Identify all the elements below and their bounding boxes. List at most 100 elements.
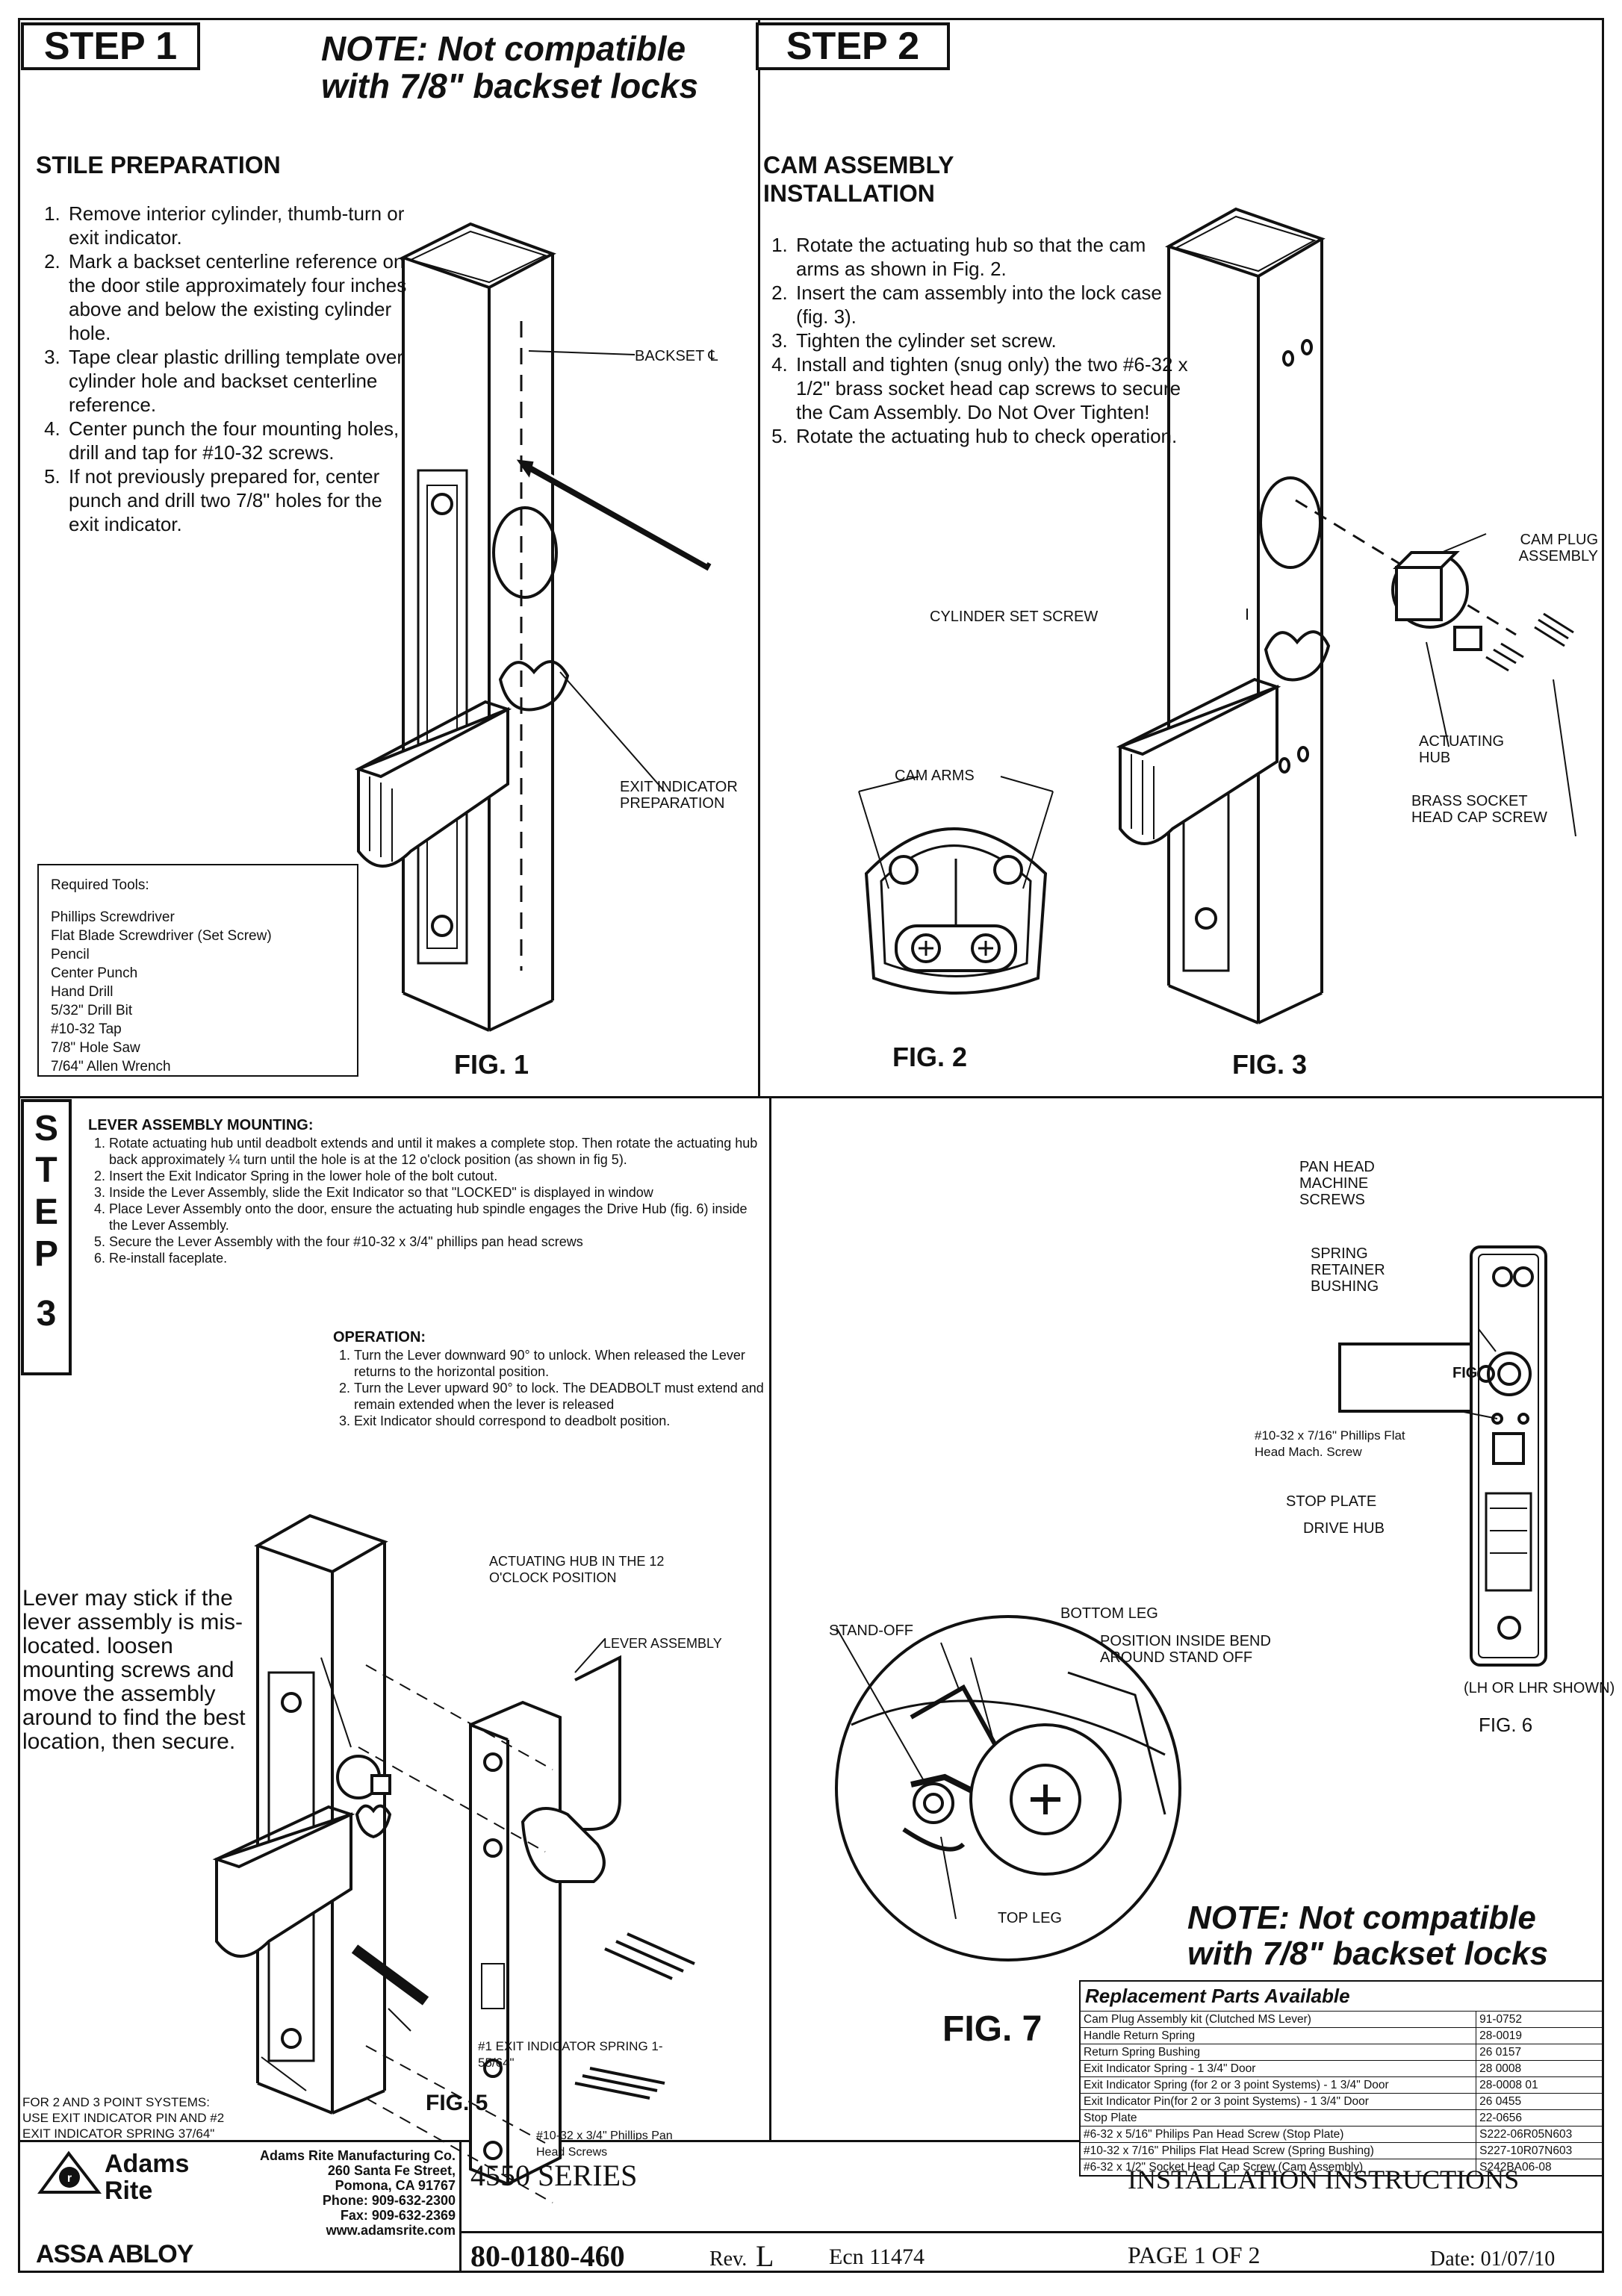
step3-letter: T: [35, 1151, 58, 1190]
fig1-stile-drawing: [354, 222, 712, 1032]
brand-name: Adams Rite: [105, 2150, 190, 2205]
list-item: Pencil: [51, 947, 90, 962]
list-item: Center Punch: [51, 965, 138, 981]
list-item: Rotate actuating hub until deadbolt exte…: [109, 1135, 766, 1168]
table-row: Exit Indicator Spring (for 2 or 3 point …: [1081, 2076, 1602, 2094]
part-number: 28 0008: [1476, 2060, 1602, 2077]
fig3-label: FIG. 3: [1232, 1049, 1308, 1080]
part-description: Cam Plug Assembly kit (Clutched MS Lever…: [1081, 2011, 1476, 2028]
replacement-parts-table: Replacement Parts Available Cam Plug Ass…: [1079, 1980, 1603, 2177]
part-description: #6-32 x 5/16" Philips Pan Head Screw (St…: [1081, 2126, 1476, 2143]
company-phone: Phone: 909-632-2300: [322, 2193, 456, 2208]
company-block: Adams Rite Manufacturing Co. 260 Santa F…: [217, 2148, 456, 2238]
list-item: Rotate the actuating hub so that the cam…: [793, 233, 1189, 281]
callout-cylinder-set-screw: CYLINDER SET SCREW: [930, 609, 1099, 625]
doc-date: Date: 01/07/10: [1430, 2247, 1556, 2271]
fig5-lever-drawing: [212, 1513, 695, 2203]
callout-spring-retainer: SPRING RETAINER BUSHING: [1311, 1245, 1385, 1295]
table-row: Cam Plug Assembly kit (Clutched MS Lever…: [1081, 2011, 1602, 2028]
callout-fig-small: FIG: [1452, 1365, 1478, 1381]
list-item: Remove interior cylinder, thumb-turn or …: [66, 202, 415, 249]
part-number: S222-06R05N603: [1476, 2126, 1602, 2143]
list-item: Exit Indicator should correspond to dead…: [354, 1413, 765, 1429]
divider-middle: [18, 1096, 1604, 1098]
page-number: PAGE 1 OF 2: [1128, 2241, 1261, 2268]
callout-pan-head: PAN HEAD MACHINE SCREWS: [1299, 1159, 1375, 1208]
list-item: Tape clear plastic drilling template ove…: [66, 345, 415, 417]
list-item: If not previously prepared for, center p…: [66, 464, 415, 536]
list-item: Place Lever Assembly onto the door, ensu…: [109, 1201, 766, 1233]
fig3-stile-drawing: [1116, 207, 1576, 1024]
list-item: Turn the Lever upward 90° to lock. The D…: [354, 1380, 765, 1413]
part-description: Exit Indicator Pin(for 2 or 3 point Syst…: [1081, 2093, 1476, 2110]
callout-pan-screws: #10-32 x 3/4" Phillips Pan Head Screws: [536, 2129, 673, 2159]
list-item: Phillips Screwdriver: [51, 909, 175, 925]
part-number: S227-10R07N603: [1476, 2142, 1602, 2159]
list-item: Tighten the cylinder set screw.: [793, 329, 1189, 352]
fig6-label: FIG. 6: [1479, 1714, 1533, 1736]
list-item: #10-32 Tap: [51, 1021, 122, 1037]
step3-letter: P: [34, 1234, 58, 1274]
fig5-label: FIG. 5: [426, 2091, 488, 2115]
step1-heading: STILE PREPARATION: [36, 152, 281, 178]
list-item: Rotate the actuating hub to check operat…: [793, 424, 1189, 448]
callout-exit-prep: EXIT INDICATOR PREPARATION: [620, 779, 738, 812]
callout-flat-head: #10-32 x 7/16" Phillips Flat Head Mach. …: [1255, 1428, 1405, 1459]
callout-backset: BACKSET ℄: [635, 348, 718, 364]
part-description: #10-32 x 7/16" Philips Flat Head Screw (…: [1081, 2142, 1476, 2159]
parts-title: Replacement Parts Available: [1085, 1985, 1350, 2007]
step2-heading: CAM ASSEMBLY INSTALLATION: [763, 152, 954, 207]
part-number: 28-0008 01: [1476, 2076, 1602, 2094]
right-note: NOTE: Not compatible with 7/8" backset l…: [1187, 1900, 1549, 1972]
tools-title: Required Tools:: [51, 877, 149, 893]
list-item: Mark a backset centerline reference on t…: [66, 249, 415, 345]
callout-position-bend: POSITION INSIDE BEND AROUND STAND OFF: [1100, 1633, 1271, 1666]
callout-stop-plate: STOP PLATE: [1286, 1493, 1377, 1510]
callout-cam-plug: CAM PLUG ASSEMBLY: [1518, 532, 1598, 564]
doc-number: 80-0180-460: [470, 2239, 625, 2273]
callout-point-systems: FOR 2 AND 3 POINT SYSTEMS: USE EXIT INDI…: [22, 2095, 225, 2141]
fig6-lever-back-drawing: [1338, 1245, 1547, 1667]
operation-heading: OPERATION:: [333, 1329, 426, 1345]
list-item: Center punch the four mounting holes, dr…: [66, 417, 415, 464]
ecn-number: Ecn 11474: [829, 2244, 925, 2269]
divider-bottom-vertical: [769, 1096, 771, 2141]
list-item: 7/8" Hole Saw: [51, 1040, 140, 1056]
list-item: Flat Blade Screwdriver (Set Screw): [51, 928, 272, 944]
step3-letter: S: [34, 1109, 58, 1148]
part-description: Exit Indicator Spring (for 2 or 3 point …: [1081, 2076, 1476, 2094]
fig7-label: FIG. 7: [942, 2009, 1043, 2049]
operation-list: Turn the Lever downward 90° to unlock. W…: [333, 1347, 765, 1429]
part-number: 91-0752: [1476, 2011, 1602, 2028]
part-number: 22-0656: [1476, 2109, 1602, 2127]
list-item: 5/32" Drill Bit: [51, 1003, 133, 1018]
step3-list: Rotate actuating hub until deadbolt exte…: [88, 1135, 766, 1266]
step3-letter: 3: [36, 1294, 57, 1334]
company-city: Pomona, CA 91767: [335, 2178, 456, 2193]
callout-lever-assembly: LEVER ASSEMBLY: [603, 1636, 722, 1651]
footer-divider: [459, 2140, 462, 2273]
divider-top-vertical: [758, 18, 760, 1098]
fig7-detail-drawing: [835, 1615, 1181, 1961]
company-address: 260 Santa Fe Street,: [327, 2163, 456, 2178]
company-name: Adams Rite Manufacturing Co.: [259, 2148, 456, 2163]
fig2-label: FIG. 2: [892, 1042, 968, 1072]
step1-label: STEP 1: [21, 22, 200, 70]
step1-note: NOTE: Not compatible with 7/8" backset l…: [321, 29, 699, 105]
required-tools-box: Required Tools: Phillips Screwdriver Fla…: [37, 864, 358, 1077]
series-title: 4550 SERIES: [470, 2159, 638, 2192]
table-row: Exit Indicator Pin(for 2 or 3 point Syst…: [1081, 2093, 1602, 2110]
list-item: Insert the Exit Indicator Spring in the …: [109, 1168, 766, 1184]
step3-heading: LEVER ASSEMBLY MOUNTING:: [88, 1117, 314, 1133]
part-number: S242BA06-08: [1476, 2159, 1602, 2175]
step1-list: Remove interior cylinder, thumb-turn or …: [36, 202, 415, 536]
list-item: Inside the Lever Assembly, slide the Exi…: [109, 1184, 766, 1201]
part-number: 28-0019: [1476, 2027, 1602, 2044]
callout-brass-screw: BRASS SOCKET HEAD CAP SCREW: [1411, 793, 1547, 826]
rev-value: L: [756, 2239, 774, 2273]
lever-side-note: Lever may stick if the lever assembly is…: [22, 1586, 246, 1754]
